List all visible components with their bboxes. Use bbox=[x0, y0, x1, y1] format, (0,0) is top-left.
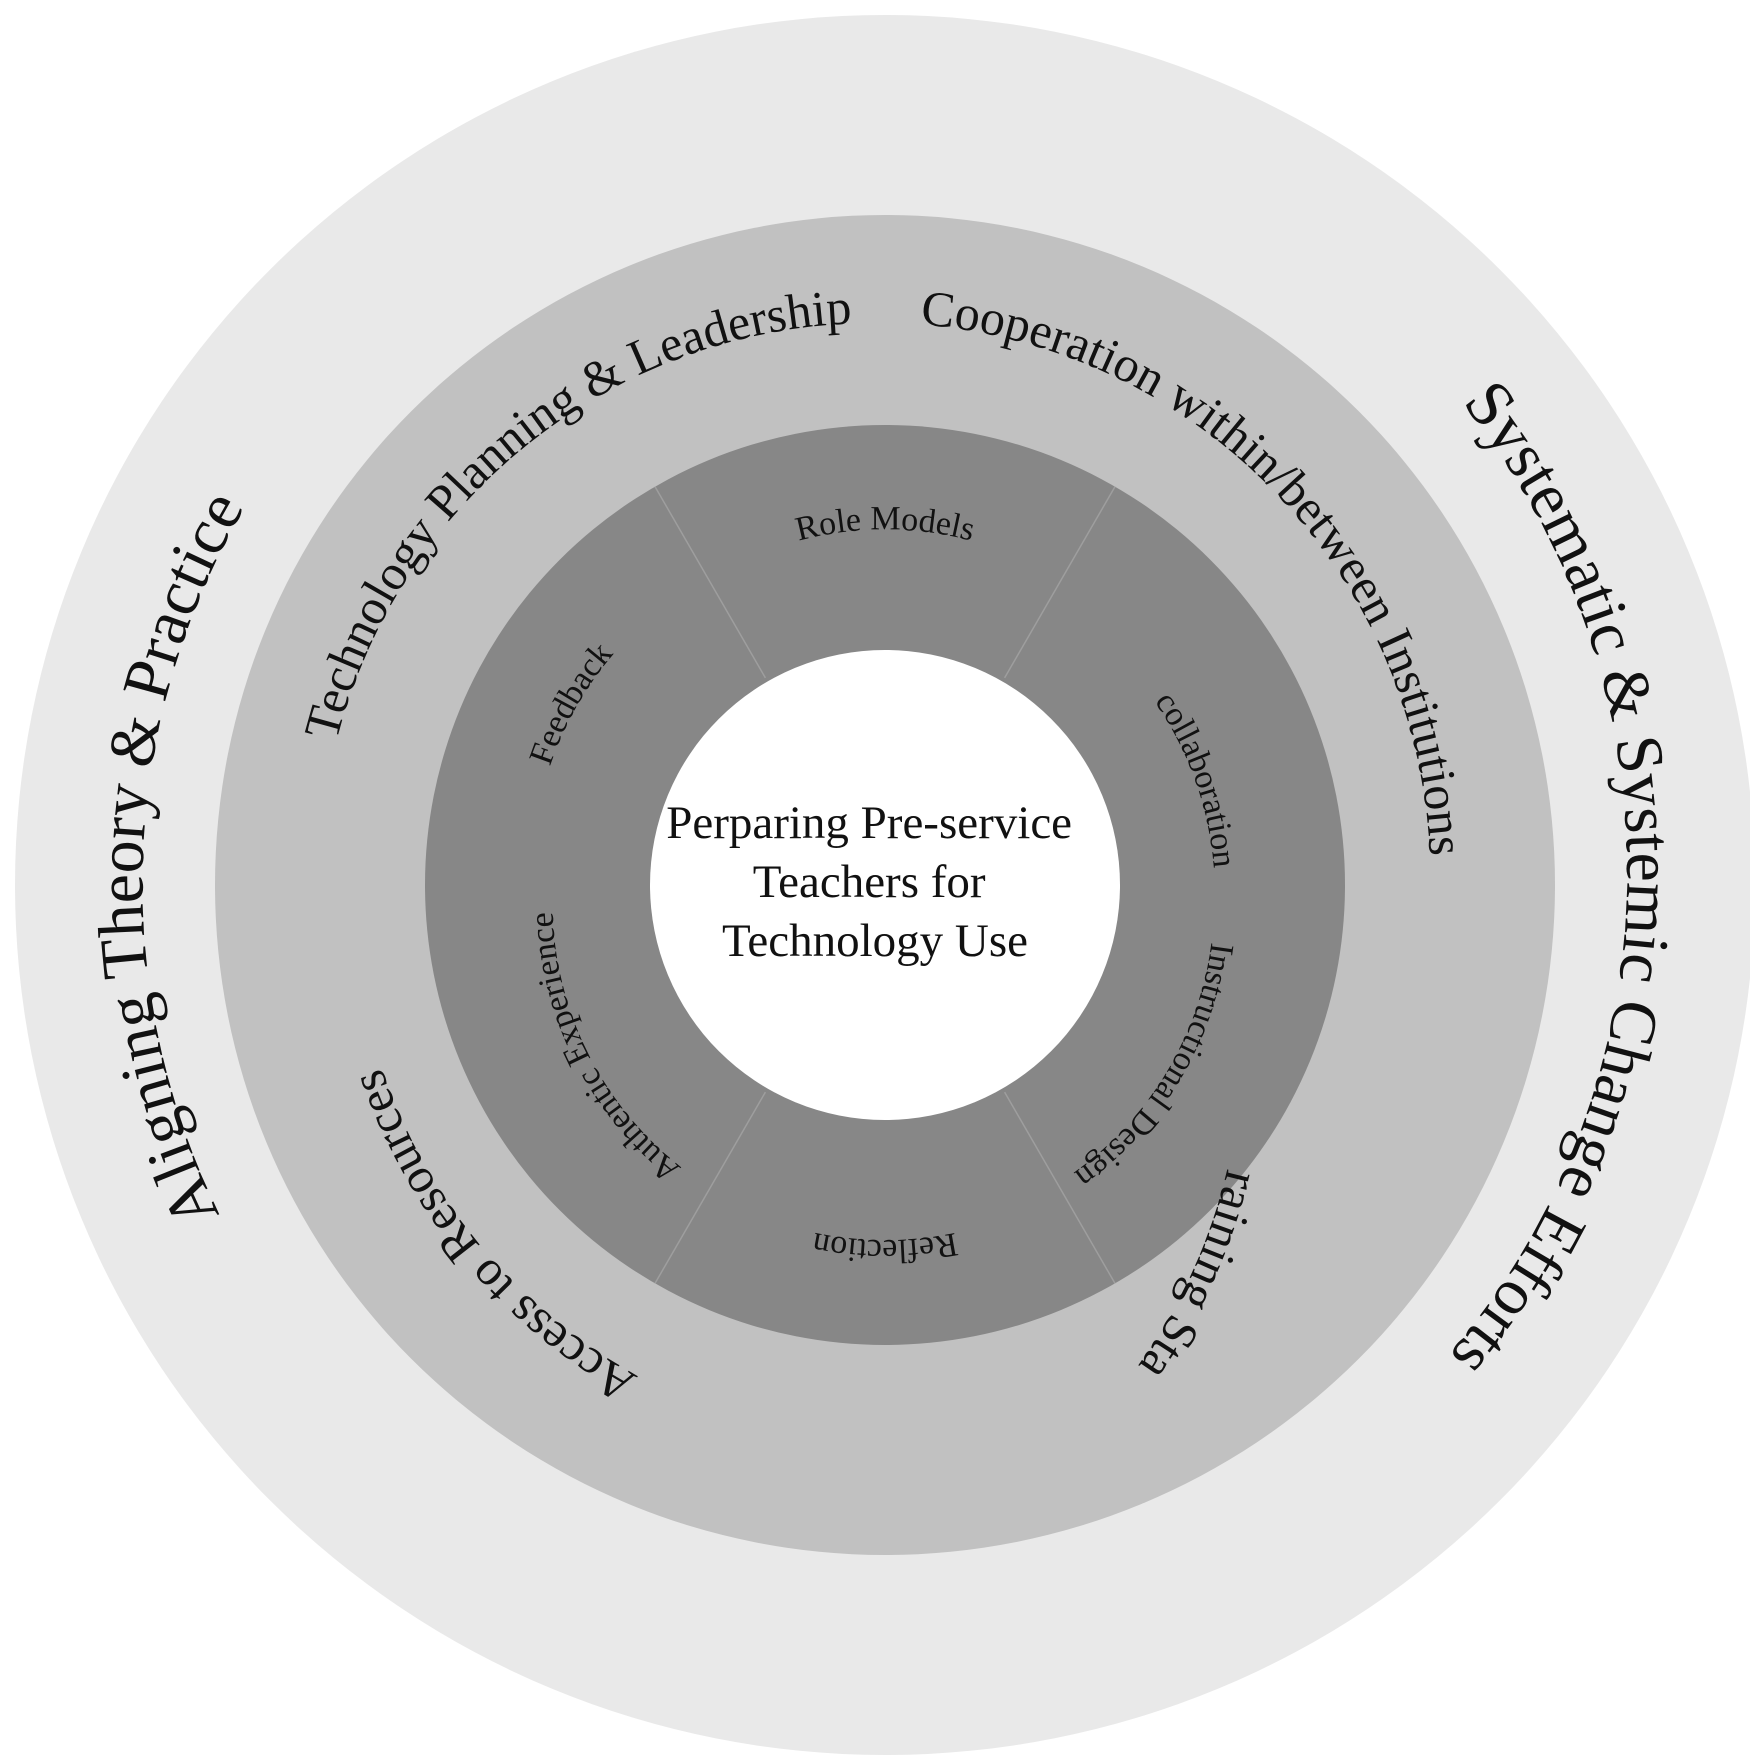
center-title-line-1: Perparing Pre-service bbox=[666, 797, 1072, 849]
center-title: Perparing Pre-service Teachers for Techn… bbox=[666, 797, 1084, 967]
inner-label-bottom: Reflection bbox=[809, 1225, 960, 1269]
divider-bottom-left bbox=[654, 1091, 767, 1284]
divider-top-left bbox=[654, 486, 767, 679]
center-title-line-3: Technology Use bbox=[722, 915, 1028, 967]
center-title-line-2: Teachers for bbox=[753, 856, 986, 908]
divider-bottom-right bbox=[1003, 1091, 1116, 1284]
inner-ring-dividers bbox=[654, 486, 1116, 1284]
divider-top-right bbox=[1003, 486, 1116, 679]
center-disk bbox=[650, 650, 1120, 1120]
